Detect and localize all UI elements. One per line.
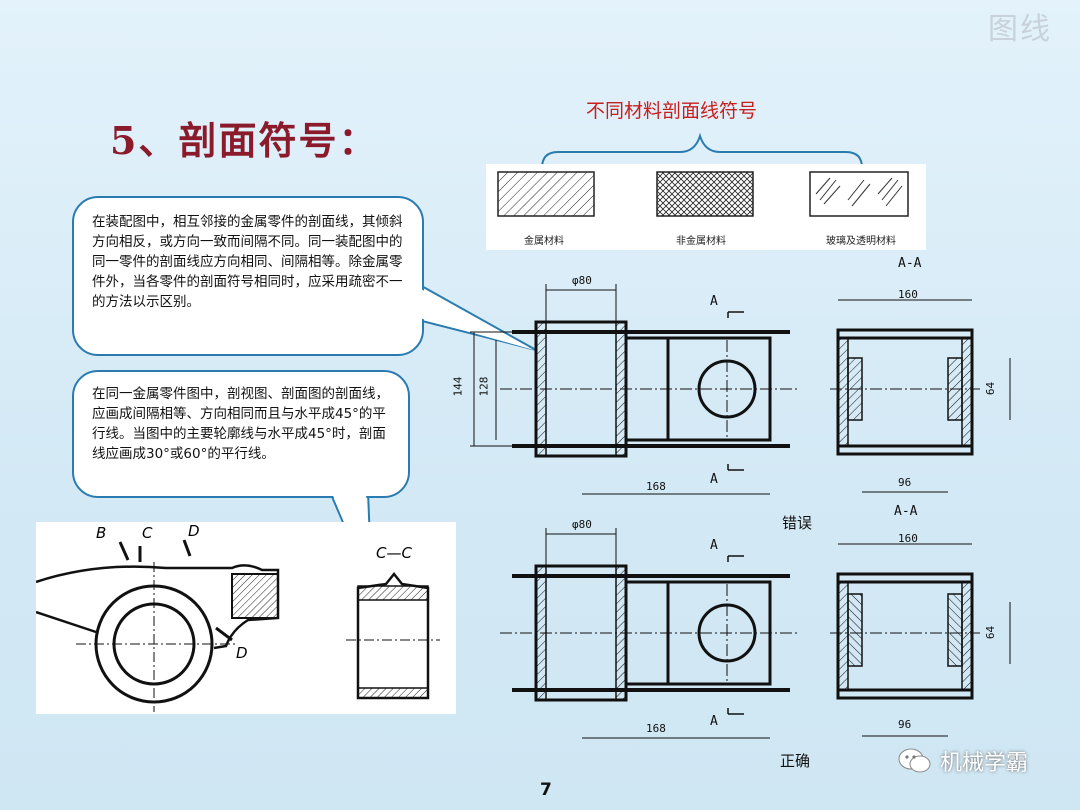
top-a-upper: A — [710, 294, 718, 309]
rocker-label-d-top: D — [188, 522, 200, 540]
nonmetal-swatch — [656, 171, 754, 217]
top-dim-128: 128 — [477, 376, 491, 397]
top-dim-64: 64 — [984, 381, 998, 396]
bottom-a-upper: A — [710, 538, 718, 553]
materials-brace — [541, 132, 863, 169]
drawing-wrong — [470, 284, 1011, 495]
rocker-label-c: C — [142, 524, 153, 542]
top-dim-96: 96 — [898, 476, 912, 489]
glass-label: 玻璃及透明材料 — [826, 236, 896, 247]
top-dim-phi80: φ80 — [572, 274, 592, 287]
wechat-icon — [898, 748, 931, 773]
watermark: 图线 — [988, 12, 1052, 47]
page-number: 7 — [540, 780, 552, 800]
top-a-lower: A — [710, 472, 718, 487]
top-dim-168: 168 — [646, 480, 666, 493]
section-label-cc: C—C — [376, 544, 412, 562]
metal-label: 金属材料 — [524, 236, 564, 247]
page-title: 5、剖面符号： — [110, 118, 379, 163]
bottom-dim-168: 168 — [646, 722, 666, 735]
top-dim-160: 160 — [898, 288, 918, 301]
bottom-dim-64: 64 — [984, 625, 998, 640]
bottom-section-label: A-A — [894, 504, 918, 519]
caption-wrong: 错误 — [782, 514, 813, 532]
metal-swatch — [497, 171, 595, 217]
bottom-dim-phi80: φ80 — [572, 518, 592, 531]
glass-swatch — [809, 171, 909, 217]
bottom-a-lower: A — [710, 714, 718, 729]
rocker-arm-figure: B C D D C—C — [35, 522, 456, 714]
brand-logo: 机械学霸 — [898, 745, 1028, 777]
top-dim-144: 144 — [451, 376, 465, 397]
top-section-label: A-A — [898, 256, 922, 271]
drawing-correct — [500, 528, 1011, 739]
callout-part-rule: 在同一金属零件图中，剖视图、剖面图的剖面线，应画成间隔相等、方向相同而且与水平成… — [72, 370, 410, 498]
rocker-label-b: B — [96, 524, 107, 542]
rocker-arm-drawing — [35, 539, 440, 712]
callout-part-text: 在同一金属零件图中，剖视图、剖面图的剖面线，应画成间隔相等、方向相同而且与水平成… — [92, 386, 389, 462]
bottom-dim-160: 160 — [898, 532, 918, 545]
caption-correct: 正确 — [780, 752, 811, 770]
bottom-dim-96: 96 — [898, 718, 912, 731]
callout-assembly-rule: 在装配图中，相互邻接的金属零件的剖面线，其倾斜方向相反，或方向一致而间隔不同。同… — [72, 196, 424, 356]
materials-title: 不同材料剖面线符号 — [586, 100, 758, 122]
materials-panel: 金属材料 非金属材料 玻璃及透明材料 — [486, 164, 926, 250]
material-swatches — [497, 171, 909, 217]
brand-name: 机械学霸 — [940, 751, 1029, 776]
nonmetal-label: 非金属材料 — [676, 236, 726, 247]
rocker-label-d-bottom: D — [236, 644, 248, 662]
callout-assembly-text: 在装配图中，相互邻接的金属零件的剖面线，其倾斜方向相反，或方向一致而间隔不同。同… — [92, 214, 403, 310]
